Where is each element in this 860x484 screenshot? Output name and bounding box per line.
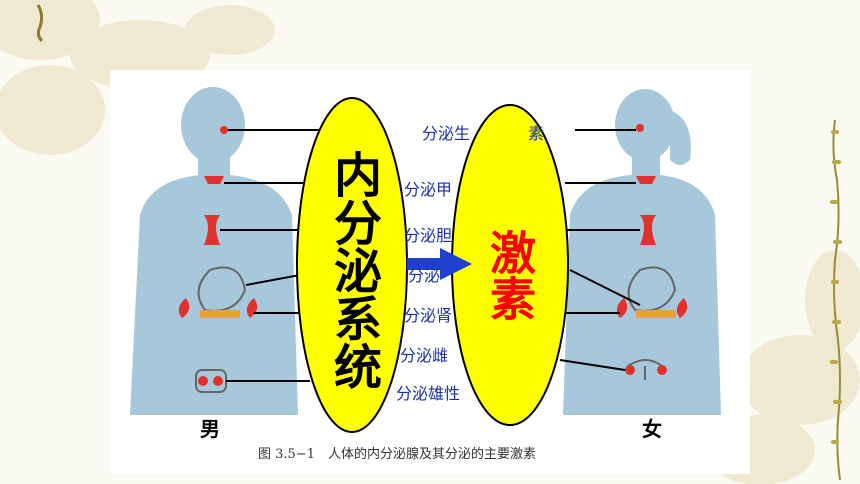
- label-line-4: 分泌: [408, 266, 441, 285]
- label-line-7: 分泌雄性: [396, 384, 461, 403]
- hormone-title: 激素: [483, 229, 537, 321]
- label-line-5: 分泌肾: [404, 306, 453, 325]
- male-label: 男: [200, 417, 220, 441]
- label-line-1b: 素: [528, 124, 545, 143]
- female-silhouette: [563, 89, 721, 415]
- arrow-icon: [407, 248, 472, 280]
- label-line-3: 分泌胆: [404, 226, 453, 245]
- male-silhouette: [130, 87, 298, 415]
- female-label: 女: [642, 417, 662, 441]
- label-line-6: 分泌雌: [400, 346, 449, 365]
- label-line-1: 分泌生: [422, 124, 471, 143]
- figure-caption: 图 3.5−1 人体的内分泌腺及其分泌的主要激素: [258, 447, 536, 462]
- endocrine-system-title: 内分泌系统: [325, 150, 381, 390]
- label-line-2: 分泌甲: [404, 180, 453, 199]
